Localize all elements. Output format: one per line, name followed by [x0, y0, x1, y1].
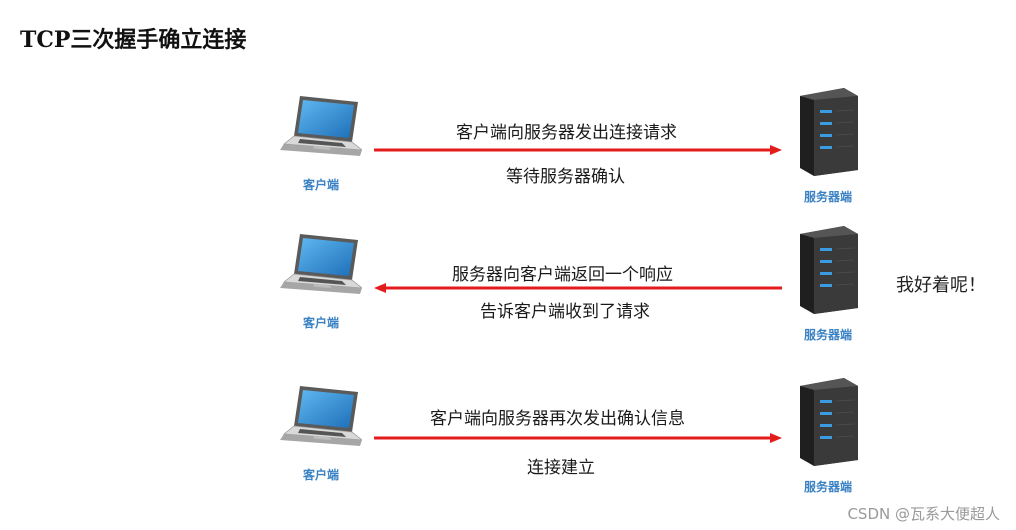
step-2-note: 告诉客户端收到了请求 — [480, 302, 650, 322]
client-laptop-icon — [280, 96, 362, 156]
client-label: 客户端 — [302, 178, 339, 192]
step-1-message: 客户端向服务器发出连接请求 — [456, 123, 677, 143]
arrow-right-icon — [374, 145, 782, 155]
client-label: 客户端 — [302, 468, 339, 482]
client-laptop-icon — [280, 386, 362, 446]
server-label: 服务器端 — [803, 480, 852, 494]
server-label: 服务器端 — [803, 328, 852, 342]
client-label: 客户端 — [302, 316, 339, 330]
step-1-note: 等待服务器确认 — [506, 167, 625, 187]
page-title: TCP三次握手确立连接 — [20, 27, 247, 53]
server-icon — [800, 88, 858, 176]
step-3-message: 客户端向服务器再次发出确认信息 — [430, 409, 685, 429]
server-icon — [800, 226, 858, 314]
side-note: 我好着呢！ — [896, 275, 986, 296]
watermark: CSDN @瓦系大便超人 — [847, 505, 1000, 523]
server-label: 服务器端 — [803, 190, 852, 204]
arrow-left-icon — [374, 283, 782, 293]
client-laptop-icon — [280, 234, 362, 294]
step-3-note: 连接建立 — [527, 458, 595, 478]
step-2-message: 服务器向客户端返回一个响应 — [452, 265, 673, 285]
arrow-right-icon — [374, 433, 782, 443]
server-icon — [800, 378, 858, 466]
